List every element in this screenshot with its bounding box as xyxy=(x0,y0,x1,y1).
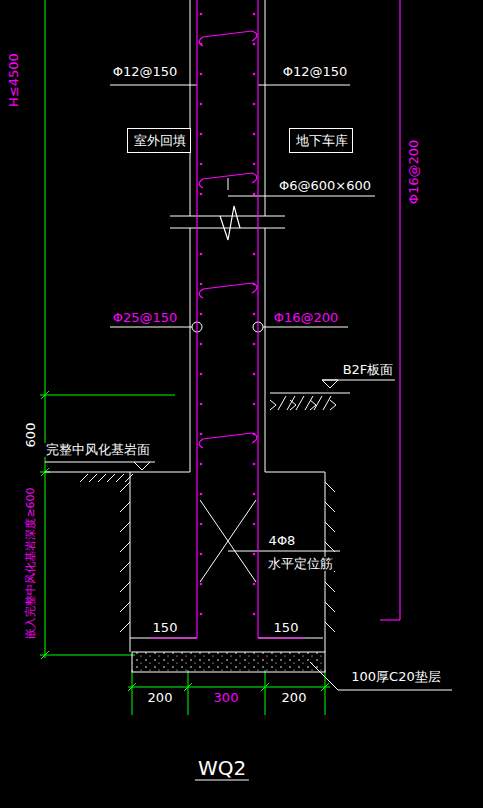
concrete-outline xyxy=(45,0,452,690)
rebar xyxy=(150,0,400,638)
drawing-label: Φ16@200 xyxy=(407,138,421,207)
drawing-label: Φ12@150 xyxy=(281,65,350,79)
drawing-label: Φ16@200 xyxy=(272,311,341,325)
drawing-title: WQ2 xyxy=(195,756,249,781)
drawing-label: Φ25@150 xyxy=(111,311,180,325)
drawing-label: B2F板面 xyxy=(341,363,396,377)
rock-hatch xyxy=(80,396,336,632)
drawing-label: H≤4500 xyxy=(7,51,21,109)
region-box: 地下车库 xyxy=(289,128,353,153)
drawing-label: 300 xyxy=(212,691,241,705)
drawing-label: 200 xyxy=(280,691,309,705)
drawing-label: 完整中风化基岩面 xyxy=(44,443,152,457)
drawing-label: 200 xyxy=(146,691,175,705)
drawing-label: 100厚C20垫层 xyxy=(349,670,442,684)
drawing-label: Φ6@600×600 xyxy=(277,179,373,193)
drawing-label: 嵌入完整中风化基岩深度≥600 xyxy=(25,485,37,640)
drawing-label: 水平定位筋 xyxy=(266,557,335,571)
drawing-label: Φ12@150 xyxy=(111,65,180,79)
tie-bars xyxy=(199,31,257,448)
region-name: 室外回填 xyxy=(134,134,184,148)
dimension-lines xyxy=(40,0,330,715)
drawing-label: 4Φ8 xyxy=(267,534,298,548)
region-name: 地下车库 xyxy=(296,134,346,148)
drawing-label: 150 xyxy=(272,621,301,635)
region-box: 室外回填 xyxy=(127,128,191,153)
drawing-label: 600 xyxy=(24,421,38,450)
horizontal-bars xyxy=(200,13,256,616)
drawing-label: 150 xyxy=(151,621,180,635)
